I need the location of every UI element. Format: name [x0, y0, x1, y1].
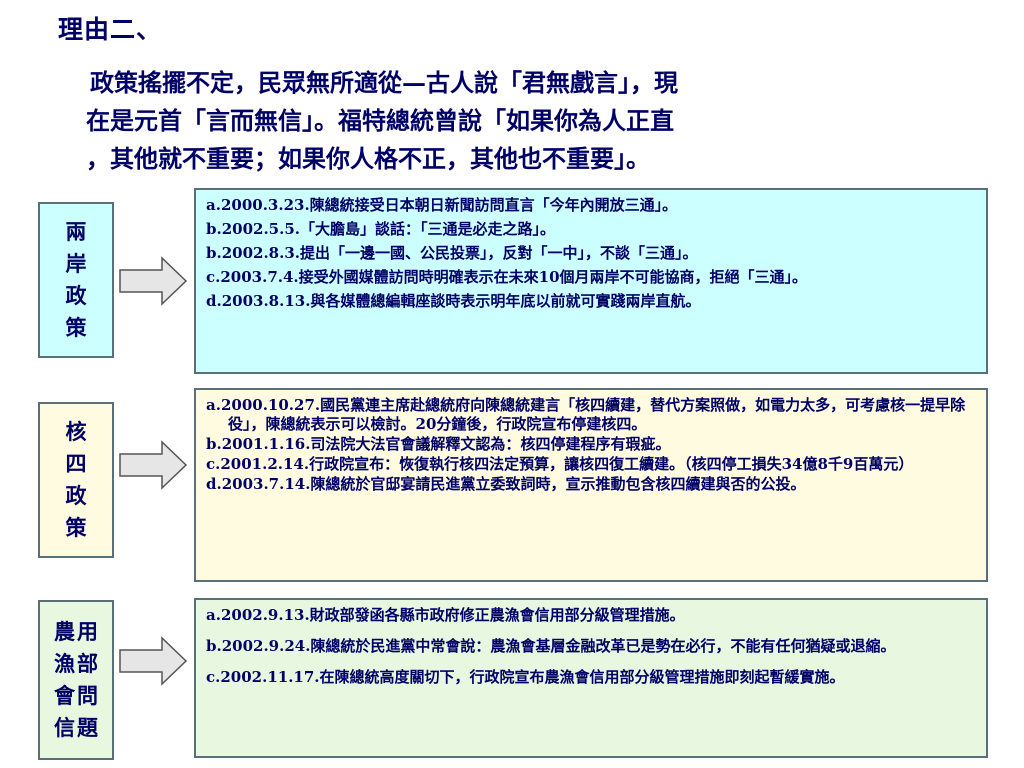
section-label-nuclear: 核四政策 [38, 402, 114, 558]
detail-list: a.2002.9.13.財政部發函各縣市政府修正農漁會信用部分級管理措施。 b.… [206, 606, 978, 687]
heading: 理由二、 [58, 15, 163, 44]
section-label-columns: 農漁會信 用部問題 [54, 616, 98, 744]
reason-line: 政策搖擺不定，民眾無所適從—古人說「君無戲言」，現 [90, 68, 678, 97]
section-label-farmers-credit: 農漁會信 用部問題 [38, 600, 114, 760]
detail-box-farmers-credit: a.2002.9.13.財政部發函各縣市政府修正農漁會信用部分級管理措施。 b.… [194, 598, 988, 758]
list-item: b.2002.5.5.「大膽島」談話：「三通是必走之路」。 [206, 220, 556, 238]
list-item: a.2002.9.13.財政部發函各縣市政府修正農漁會信用部分級管理措施。 [206, 606, 685, 624]
list-item: b.2001.1.16.司法院大法官會議解釋文認為：核四停建程序有瑕疵。 [206, 435, 671, 453]
section-label-cross-strait: 兩岸政策 [38, 202, 114, 358]
list-item: c.2002.11.17.在陳總統高度關切下，行政院宣布農漁會信用部分級管理措施… [206, 668, 845, 686]
section-label-text: 核四政策 [65, 419, 87, 540]
detail-list: a.2000.10.27.國民黨連主席赴總統府向陳總統建言「核四續建，替代方案照… [206, 396, 978, 494]
reason-line: ，其他就不重要；如果你人格不正，其他也不重要」。 [86, 144, 650, 173]
reason-line: 在是元首「言而無信」。福特總統曾說「如果你為人正直 [86, 106, 674, 135]
reason-paragraph: 政策搖擺不定，民眾無所適從—古人說「君無戲言」，現 在是元首「言而無信」。福特總… [86, 64, 956, 178]
list-item: a.2000.3.23.陳總統接受日本朝日新聞訪問直言「今年內開放三通」。 [206, 196, 678, 214]
right-arrow-icon [119, 440, 188, 490]
detail-box-cross-strait: a.2000.3.23.陳總統接受日本朝日新聞訪問直言「今年內開放三通」。 b.… [194, 188, 988, 374]
detail-list: a.2000.3.23.陳總統接受日本朝日新聞訪問直言「今年內開放三通」。 b.… [206, 196, 978, 311]
list-item: d.2003.8.13.與各媒體總編輯座談時表示明年底以前就可實踐兩岸直航。 [206, 292, 701, 310]
detail-box-nuclear: a.2000.10.27.國民黨連主席赴總統府向陳總統建言「核四續建，替代方案照… [194, 388, 988, 582]
right-arrow-icon [119, 636, 188, 686]
section-label-col: 用部問題 [77, 619, 98, 740]
list-item: c.2001.2.14.行政院宣布：恢復執行核四法定預算，讓核四復工續建。（核四… [206, 455, 914, 473]
list-item: c.2003.7.4.接受外國媒體訪問時明確表示在未來10個月兩岸不可能協商，拒… [206, 268, 808, 286]
list-item: b.2002.8.3.提出「一邊一國、公民投票」，反對「一中」，不談「三通」。 [206, 244, 698, 262]
right-arrow-icon [119, 256, 188, 306]
section-label-text: 兩岸政策 [65, 219, 87, 340]
list-item: d.2003.7.14.陳總統於官邸宴請民進黨立委致詞時，宣示推動包含核四續建與… [206, 475, 806, 493]
list-item: b.2002.9.24.陳總統於民進黨中常會說：農漁會基層金融改革已是勢在必行，… [206, 637, 896, 655]
section-label-col: 農漁會信 [54, 619, 75, 740]
list-item: a.2000.10.27.國民黨連主席赴總統府向陳總統建言「核四續建，替代方案照… [206, 396, 966, 433]
